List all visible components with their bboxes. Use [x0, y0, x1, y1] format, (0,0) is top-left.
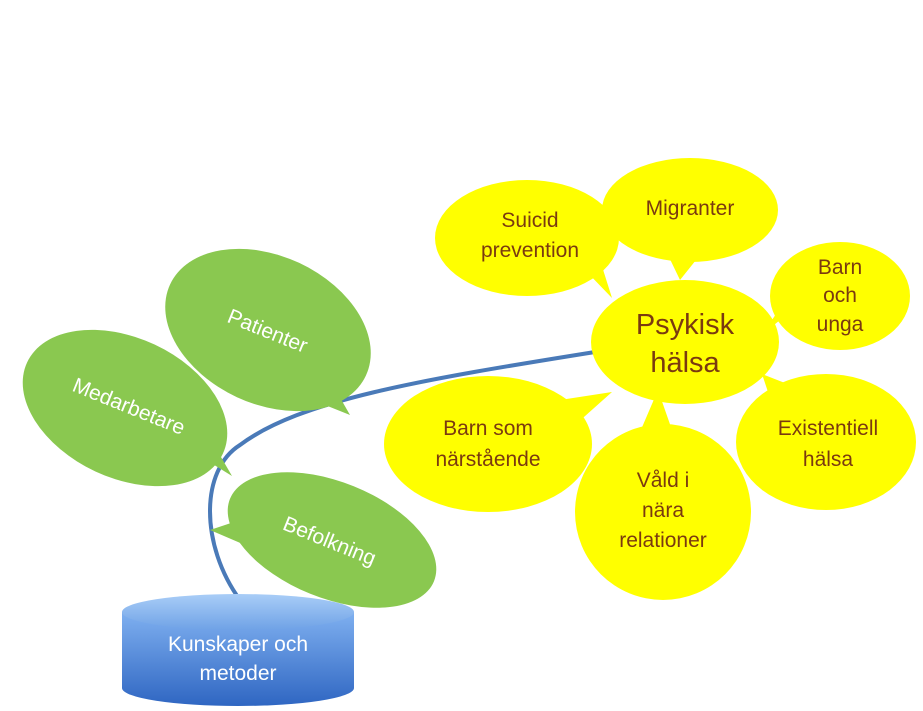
- bubble-vald-line1: Våld i: [637, 469, 690, 492]
- bubble-existentiell-halsa: Existentiell hälsa: [736, 374, 916, 510]
- bubble-migranter: Migranter: [602, 158, 778, 280]
- bubble-barn-unga-line1: Barn: [818, 256, 862, 279]
- bubble-vald-line2: nära: [642, 499, 684, 522]
- cylinder-label-line2: metoder: [199, 662, 276, 685]
- bubble-existentiell-line1: Existentiell: [778, 417, 878, 440]
- bubble-suicid-line2: prevention: [481, 239, 579, 262]
- bubble-barn-som-narstaende: Barn som närstående: [384, 376, 612, 512]
- bubble-existentiell-line2: hälsa: [803, 448, 854, 471]
- bubble-vald-line3: relationer: [619, 529, 707, 552]
- center-line1: Psykisk: [636, 309, 735, 341]
- bubble-barn-narstaende-line1: Barn som: [443, 417, 533, 440]
- bubble-barn-unga-line3: unga: [817, 313, 864, 336]
- bubble-suicid-line1: Suicid: [501, 209, 558, 232]
- bubble-migranter-line1: Migranter: [646, 197, 735, 220]
- bubble-barn-unga-line2: och: [823, 284, 857, 307]
- leaf-medarbetare: Medarbetare: [22, 329, 232, 487]
- knowledge-cylinder: Kunskaper och metoder: [122, 594, 354, 706]
- center-line2: hälsa: [650, 347, 720, 379]
- bubble-vald-i-nara-relationer: Våld i nära relationer: [575, 390, 751, 600]
- bubble-suicid-prevention: Suicid prevention: [435, 180, 619, 298]
- bubble-barn-narstaende-line2: närstående: [435, 448, 540, 471]
- leaf-befolkning: Befolkning: [210, 472, 437, 608]
- leaf-patienter: Patienter: [165, 248, 371, 415]
- cylinder-label-line1: Kunskaper och: [168, 633, 308, 656]
- center-psykisk-halsa: Psykisk hälsa: [591, 280, 779, 404]
- bubble-barn-och-unga: Barn och unga: [762, 242, 910, 350]
- stem-line: [208, 350, 597, 602]
